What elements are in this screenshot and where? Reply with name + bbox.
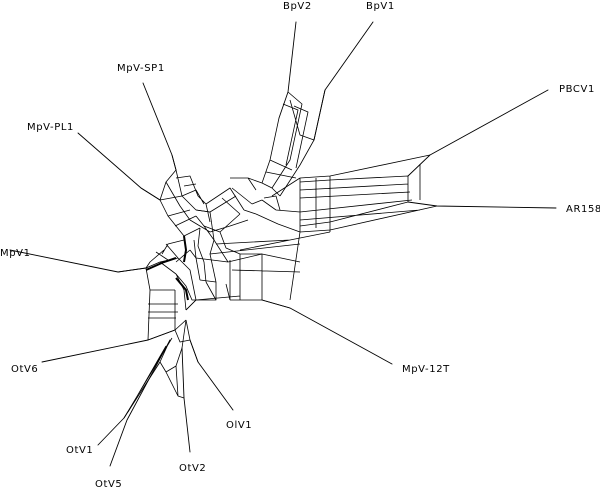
- edge-otv6: [41, 329, 176, 363]
- split-bundle-bpv: [205, 89, 326, 215]
- taxon-label-mpv-sp1: MpV-SP1: [117, 63, 165, 74]
- taxon-label-pbcv1: PBCV1: [559, 84, 595, 95]
- heavy-split-edge-1: [145, 257, 177, 271]
- split-bundle-mpv-left: [140, 154, 215, 241]
- network-body: [117, 89, 438, 419]
- edge-bpv2: [278, 21, 297, 119]
- edge-bpv1: [313, 21, 374, 141]
- edge-mpv-12t: [261, 299, 393, 365]
- taxon-label-mpv-12t: MpV-12T: [402, 364, 450, 375]
- taxon-label-bpv1: BpV1: [366, 1, 395, 12]
- edge-olv1: [189, 339, 234, 411]
- split-bundle-central: [189, 199, 263, 301]
- taxon-label-otv1: OtV1: [66, 445, 93, 456]
- taxon-label-otv2: OtV2: [179, 463, 206, 474]
- taxon-label-bpv2: BpV2: [283, 1, 312, 12]
- taxon-label-ar158: AR158: [566, 204, 600, 215]
- taxon-label-mpv-pl1: MpV-PL1: [27, 122, 74, 133]
- edge-mpv-sp1: [142, 82, 177, 171]
- edge-ar158: [407, 201, 557, 209]
- split-bundle-otv: [123, 299, 199, 419]
- taxon-label-olv1: OlV1: [226, 420, 252, 431]
- taxon-label-otv6: OtV6: [11, 364, 38, 375]
- heavy-split-edge-2: [183, 235, 188, 263]
- heavy-split-edge-3: [175, 277, 189, 301]
- edge-pbcv1: [407, 89, 549, 177]
- edge-otv2: [181, 347, 191, 453]
- terminal-edges: [9, 21, 557, 467]
- edge-otv5: [109, 339, 171, 467]
- edge-otv1: [97, 361, 161, 446]
- taxon-label-mpv1: MpV1: [0, 248, 31, 259]
- split-bundle-pbcv-ar: [255, 154, 438, 233]
- edge-mpv-pl1: [77, 132, 161, 201]
- taxon-label-otv5: OtV5: [95, 479, 122, 488]
- split-bundle-mpv12t: [195, 231, 331, 309]
